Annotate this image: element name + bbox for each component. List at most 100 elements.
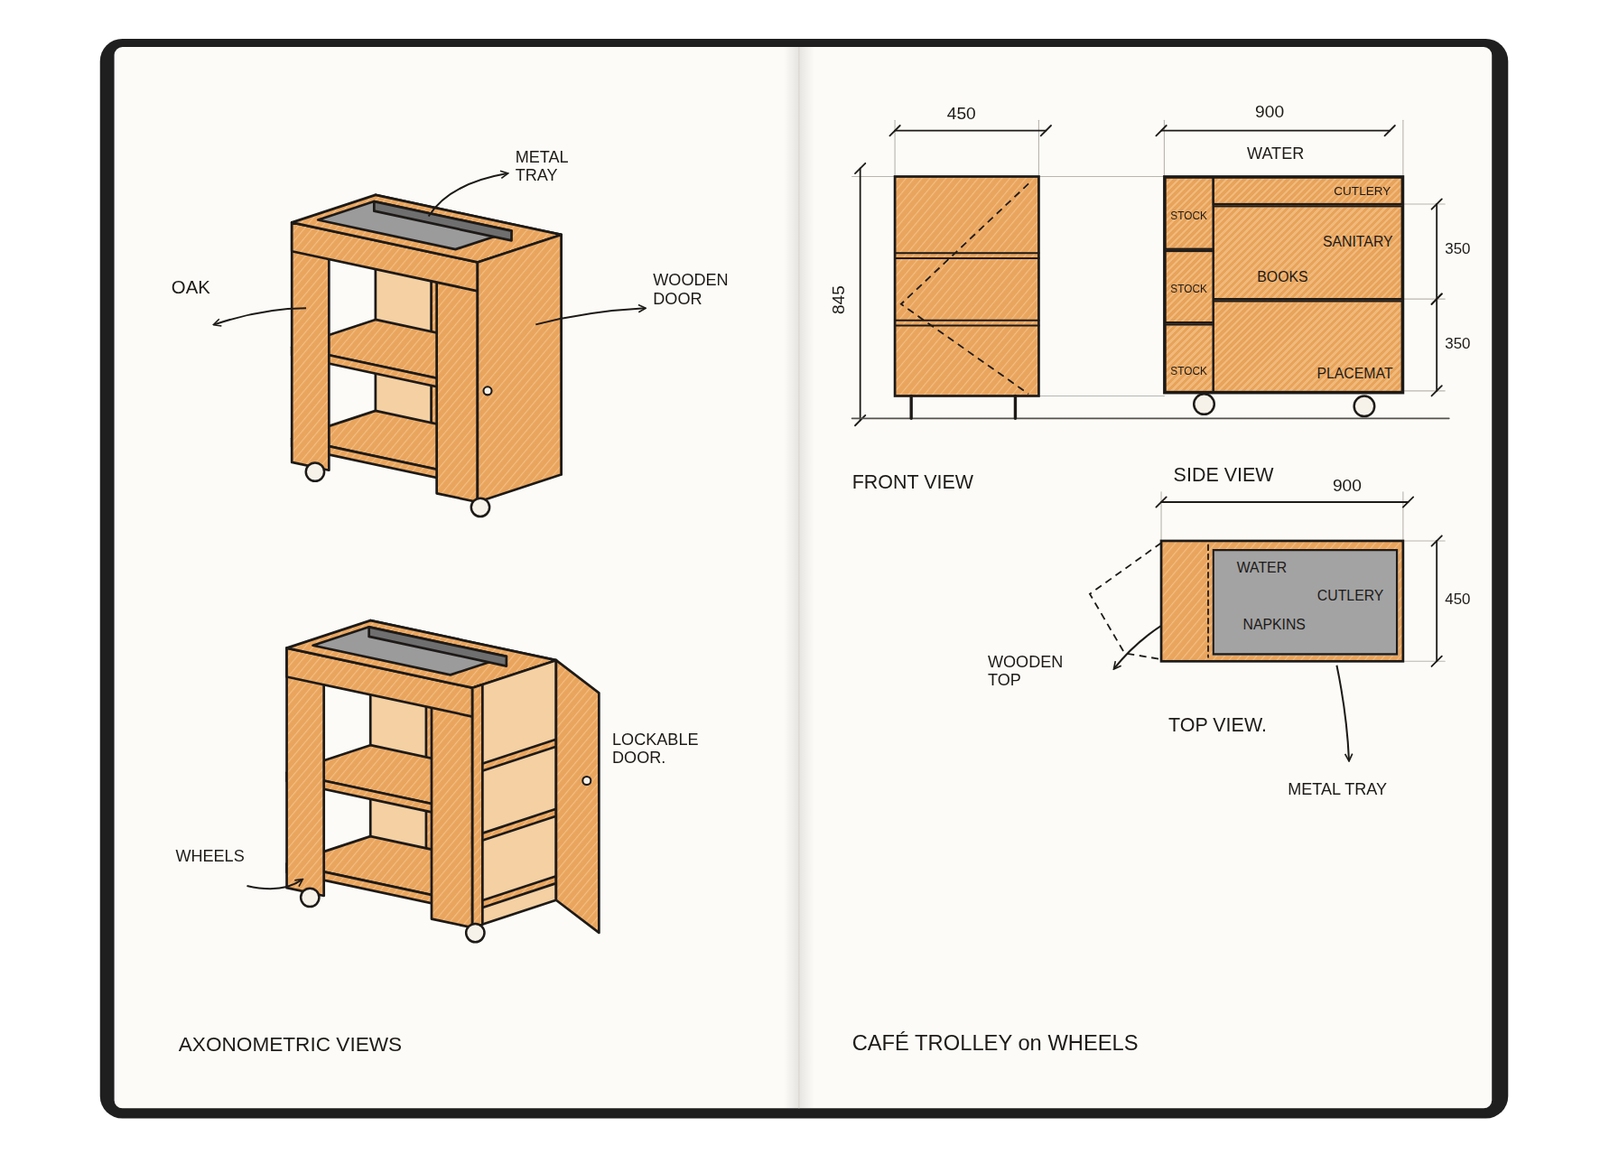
dimension-text: 900 <box>1255 102 1284 122</box>
front-shelf-line <box>894 324 1039 326</box>
trolley-closed <box>291 195 561 517</box>
cabinet-interior <box>472 660 557 928</box>
page-fold <box>783 46 815 1108</box>
extension-line <box>1038 120 1040 177</box>
dimension-line <box>1161 501 1408 503</box>
compartment-label: WATER <box>1237 558 1287 576</box>
oak-leg <box>291 222 329 470</box>
wheel <box>465 923 484 942</box>
dimension-line <box>1435 204 1438 299</box>
extension-line <box>1403 298 1445 300</box>
front-shelf-line <box>894 257 1039 260</box>
compartment-label: BOOKS <box>1256 268 1308 285</box>
extension-line <box>1403 539 1445 541</box>
extension-line <box>1038 176 1164 177</box>
dimension-tick <box>1041 125 1052 136</box>
dimension-tick <box>1432 198 1442 209</box>
view-title: SIDE VIEW <box>1173 464 1275 487</box>
dimension-tick <box>1403 496 1414 507</box>
dimension-tick <box>1432 385 1442 396</box>
cabinet-shelf <box>472 739 557 774</box>
dimension-text: 350 <box>1444 334 1470 353</box>
leader-arrow <box>535 307 645 325</box>
cabinet-shelf <box>472 809 557 844</box>
cutlery-strip: CUTLERY <box>1212 176 1404 206</box>
tray-wall <box>373 201 512 241</box>
dimension-text: 845 <box>828 285 849 315</box>
oak-leg <box>287 648 325 896</box>
compartment-label: CUTLERY <box>1317 586 1385 604</box>
top-door-swing <box>1089 542 1162 660</box>
dimension-tick <box>1432 656 1442 667</box>
compartment-label: CUTLERY <box>1333 185 1391 200</box>
leader-arrow <box>1336 665 1349 761</box>
leader-arrow <box>428 173 508 216</box>
metal-tray <box>317 201 512 250</box>
extension-line <box>1038 395 1164 397</box>
dimension-tick <box>889 125 900 136</box>
side-view-body <box>1163 176 1403 394</box>
compartment-label: PLACEMAT <box>1316 365 1393 382</box>
compartment-label: NAPKINS <box>1242 616 1305 633</box>
front-shelf-line <box>894 319 1039 322</box>
top-view-body <box>1161 540 1404 661</box>
dimension-tick <box>855 415 866 426</box>
wheel <box>1354 395 1376 417</box>
callout-label: METAL TRAY <box>515 148 608 187</box>
stock-compartment: STOCK <box>1163 250 1214 324</box>
wheel <box>300 888 319 907</box>
dimension-tick <box>1432 293 1442 304</box>
wooden-top-edge <box>1207 544 1210 657</box>
wooden-door <box>477 234 562 503</box>
wheel <box>1193 393 1215 415</box>
extension-line <box>1402 120 1404 177</box>
page-caption: CAFÉ TROLLEY on WHEELS <box>852 1030 1139 1055</box>
extension-line <box>852 176 895 177</box>
callout-label: WOODEN DOOR <box>652 271 750 310</box>
fold-line <box>798 46 800 1108</box>
callout-label: WHEELS <box>175 846 244 866</box>
wheel <box>471 498 490 517</box>
compartment-label: STOCK <box>1170 363 1208 377</box>
compartment-label: WATER <box>1246 144 1304 164</box>
middle-compartment: SANITARY BOOKS <box>1212 204 1404 300</box>
compartment-label: SANITARY <box>1322 233 1394 251</box>
orthographic-views <box>852 120 1450 667</box>
compartment-label: STOCK <box>1170 282 1208 296</box>
metal-tray: WATER CUTLERY NAPKINS <box>1212 548 1399 656</box>
dimension-tick <box>1432 535 1442 546</box>
callout-label: WOODEN TOP <box>987 652 1085 691</box>
extension-line <box>1403 203 1445 205</box>
cabinet-shelf <box>472 875 557 911</box>
view-title: FRONT VIEW <box>852 471 974 494</box>
trolley-open <box>287 620 600 942</box>
ground-line <box>852 417 1450 419</box>
door-knob <box>483 386 492 395</box>
door-knob <box>582 776 591 785</box>
extension-line <box>1402 492 1404 541</box>
dimension-text: 450 <box>1444 589 1470 607</box>
view-title: TOP VIEW. <box>1168 714 1267 737</box>
leader-arrow <box>213 307 307 325</box>
notebook-cover <box>100 38 1509 1119</box>
side-frame <box>472 684 483 928</box>
callout-label: LOCKABLE DOOR. <box>612 730 740 769</box>
dimension-line <box>1435 540 1438 661</box>
material-label: OAK <box>171 277 211 298</box>
dimension-text: 450 <box>947 103 977 124</box>
front-shelf-line <box>894 251 1039 254</box>
metal-tray <box>313 626 507 675</box>
dimension-tick <box>1385 125 1396 136</box>
stock-compartment: STOCK <box>1163 176 1214 251</box>
leader-arrow <box>246 879 302 889</box>
view-title: AXONOMETRIC VIEWS <box>178 1032 402 1057</box>
dimension-tick <box>1155 125 1166 136</box>
extension-line <box>1403 390 1445 391</box>
dimension-line <box>859 167 862 420</box>
dimension-line <box>1161 130 1390 132</box>
dimension-tick <box>855 163 866 174</box>
wheel <box>306 462 325 481</box>
dimension-text: 350 <box>1444 240 1470 258</box>
